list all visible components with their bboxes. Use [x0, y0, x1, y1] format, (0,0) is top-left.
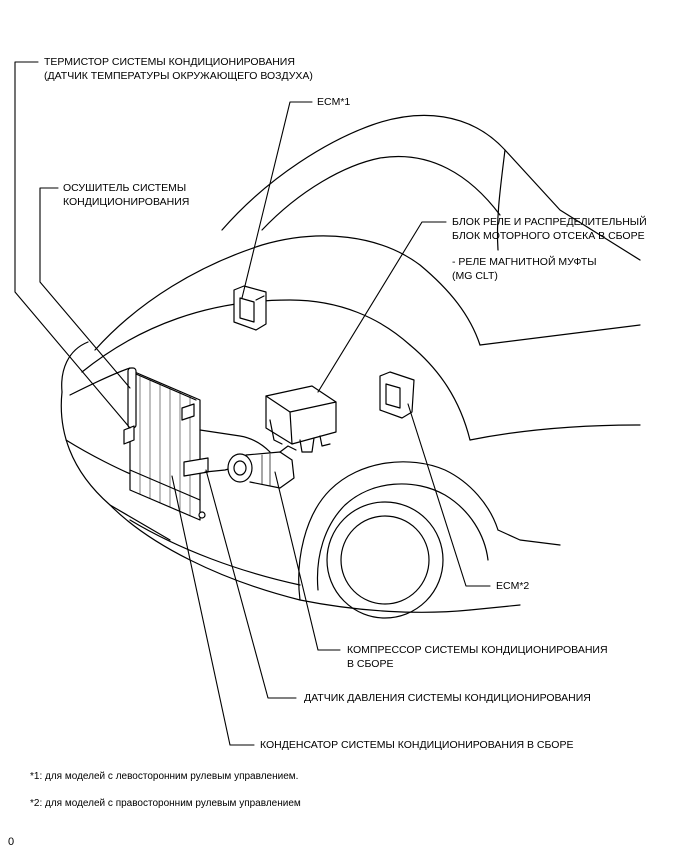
- relay-block-drawing: [265, 385, 337, 453]
- page-number: 0: [8, 836, 15, 848]
- condenser-label: КОНДЕНСАТОР СИСТЕМЫ КОНДИЦИОНИРОВАНИЯ В …: [260, 739, 574, 751]
- condenser-drawing: [123, 367, 271, 521]
- ecm2-label: ECM*2: [496, 580, 530, 592]
- footnote-lhd: *1: для моделей с левосторонним рулевым …: [30, 771, 299, 782]
- ecm1-drawing: [233, 285, 267, 331]
- receiver-dryer-label: ОСУШИТЕЛЬ СИСТЕМЫ КОНДИЦИОНИРОВАНИЯ: [63, 182, 190, 208]
- mg-clt-relay-label: - РЕЛЕ МАГНИТНОЙ МУФТЫ (MG CLT): [452, 256, 597, 282]
- compressor-drawing: [227, 445, 297, 489]
- pressure-sensor-label: ДАТЧИК ДАВЛЕНИЯ СИСТЕМЫ КОНДИЦИОНИРОВАНИ…: [304, 692, 591, 704]
- thermistor-label: ТЕРМИСТОР СИСТЕМЫ КОНДИЦИОНИРОВАНИЯ (ДАТ…: [44, 56, 313, 82]
- footnote-rhd: *2: для моделей с правосторонним рулевым…: [30, 798, 301, 809]
- ecm1-label: ECM*1: [317, 96, 351, 108]
- ecm2-drawing: [379, 371, 415, 419]
- compressor-label: КОМПРЕССОР СИСТЕМЫ КОНДИЦИОНИРОВАНИЯ В С…: [347, 644, 608, 670]
- relay-block-label: БЛОК РЕЛЕ И РАСПРЕДЕЛИТЕЛЬНЫЙ БЛОК МОТОР…: [452, 216, 647, 242]
- vehicle-body-outline: [60, 114, 641, 619]
- leader-lines: [14, 61, 491, 746]
